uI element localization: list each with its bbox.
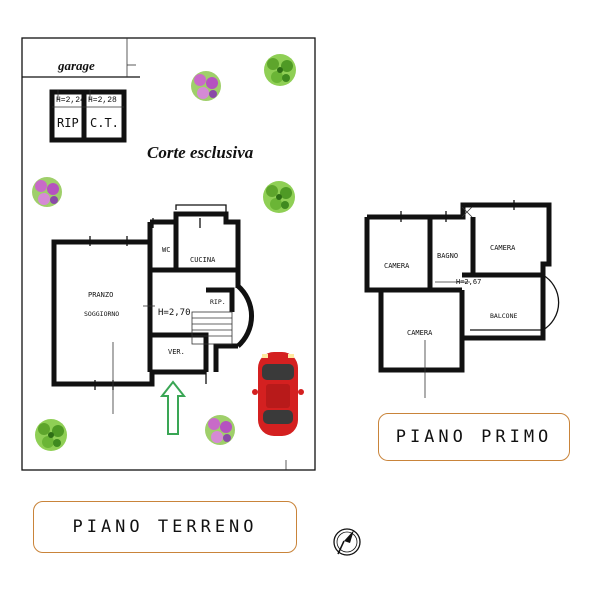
rip-ct-block: H=2,24 H=2,28 RIP. C.T. [49, 89, 127, 143]
camera-right-label: CAMERA [490, 244, 516, 252]
wc-label: WC [162, 246, 170, 254]
car-icon [252, 352, 304, 436]
first-height-label: H=2,67 [456, 278, 481, 286]
ct-label: C.T. [90, 116, 119, 130]
garage-label: garage [57, 58, 95, 73]
camera-bottom-label: CAMERA [407, 329, 433, 337]
veranda-label: VER. [168, 348, 185, 356]
lot-boundary [21, 37, 316, 471]
soggiorno-label: SOGGIORNO [84, 310, 119, 318]
tree-icon [263, 181, 295, 213]
ground-floor-plan: WC CUCINA PRANZO SOGGIORNO H=2,70 RIP. V… [51, 204, 254, 414]
rip-small-label: RIP. [210, 298, 226, 306]
rip-dimension: H=2,24 [56, 96, 85, 105]
ground-height-label: H=2,70 [158, 308, 191, 318]
bagno-label: BAGNO [437, 252, 458, 260]
piano-primo-label: PIANO PRIMO [378, 413, 570, 461]
tree-icon [191, 71, 221, 101]
piano-terreno-label: PIANO TERRENO [33, 501, 297, 553]
corte-esclusiva-label: Corte esclusiva [147, 143, 254, 162]
ct-dimension: H=2,28 [88, 96, 117, 105]
entrance-arrow-icon [159, 380, 187, 435]
tree-icon [264, 54, 296, 86]
first-floor-plan: CAMERA BAGNO CAMERA CAMERA BALCONE H=2,6… [364, 200, 560, 398]
pranzo-label: PRANZO [88, 291, 113, 299]
balcone-label: BALCONE [490, 312, 517, 320]
tree-icon [32, 177, 62, 207]
tree-icon [205, 415, 235, 445]
tree-icon [35, 419, 67, 451]
compass-icon [333, 528, 361, 556]
camera-left-label: CAMERA [384, 262, 410, 270]
rip-label: RIP. [57, 116, 86, 130]
cucina-label: CUCINA [190, 256, 216, 264]
